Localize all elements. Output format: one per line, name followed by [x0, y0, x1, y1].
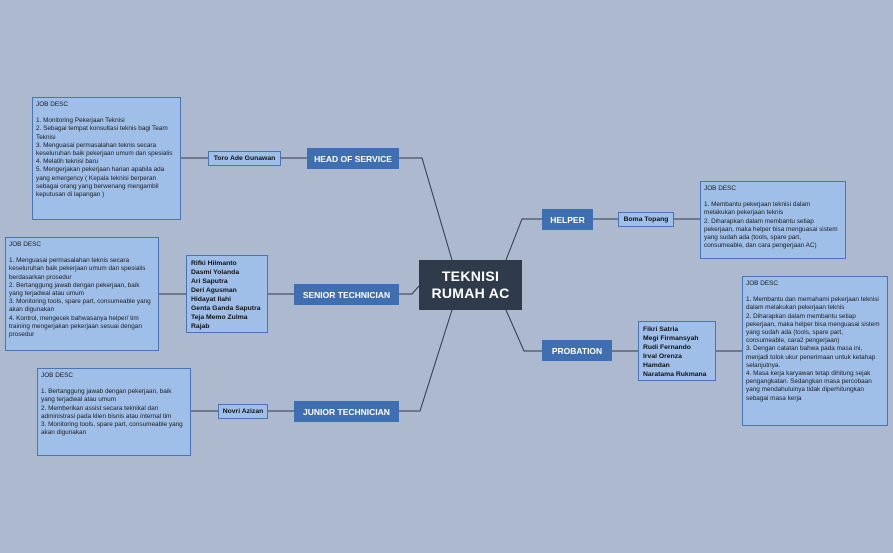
jobdesc-helper[interactable]: JOB DESC 1. Membantu pekerjaan teknisi d… [700, 181, 846, 259]
jobdesc-item: 3. Monitoring tools, spare part, consume… [41, 421, 183, 437]
central-topic-line1: TEKNISI [441, 268, 500, 284]
name-junior-technician[interactable]: Novri Azizan [218, 404, 268, 419]
jobdesc-title: JOB DESC [704, 185, 736, 192]
connector-junior [399, 309, 453, 412]
connector-probation [505, 309, 542, 352]
jobdesc-item: 3. Menguasai permasalahan teknis secara … [36, 141, 173, 158]
role-probation[interactable]: PROBATION [542, 340, 612, 361]
person-name: Deri Agusman [191, 287, 237, 294]
person-name: Rajab [191, 323, 210, 330]
central-topic[interactable]: TEKNISI RUMAH AC [419, 260, 522, 310]
jobdesc-item: 2. Memberikan assist secara teknikal dan… [41, 404, 172, 420]
names-probation[interactable]: Fikri Satria Megi Firmansyah Rudi Fernan… [638, 321, 716, 381]
role-head-of-service[interactable]: HEAD OF SERVICE [307, 148, 399, 169]
jobdesc-item: 1. Monitoring Pekerjaan Teknisi [36, 117, 125, 125]
jobdesc-title: JOB DESC [41, 372, 73, 379]
person-name: Megi Firmansyah [643, 335, 699, 342]
person-name: Rifki Hilmanto [191, 260, 237, 267]
person-name: Genta Ganda Saputra [191, 305, 261, 312]
jobdesc-item: 2. Diharapkan dalam membantu setiap peke… [746, 312, 880, 345]
name-helper[interactable]: Boma Topang [618, 212, 674, 227]
jobdesc-item: 4. Kontrol, mengecek bahwasanya helper/ … [9, 314, 142, 339]
jobdesc-item: 4. Melatih teknisi baru [36, 158, 99, 166]
person-name: Rudi Fernando [643, 344, 691, 351]
jobdesc-item: 4. Masa kerja karyawan tetap dihitung se… [746, 370, 872, 402]
jobdesc-item: 2. Sebagai tempat konsultasi teknis bagi… [36, 125, 168, 141]
person-name: Hidayat Ilahi [191, 296, 232, 303]
jobdesc-item: 2. Diharapkan dalam membantu setiap peke… [704, 217, 838, 250]
jobdesc-title: JOB DESC [36, 101, 68, 108]
person-name: Hamdan [643, 362, 670, 369]
person-name: Naratama Rukmana [643, 371, 707, 378]
jobdesc-item: 3. Monitoring tools, spare part, consume… [9, 298, 151, 314]
jobdesc-probation[interactable]: JOB DESC 1. Membantu dan memahami pekerj… [742, 276, 888, 426]
jobdesc-title: JOB DESC [9, 241, 41, 248]
jobdesc-senior-technician[interactable]: JOB DESC 1. Menguasai permasalahan tekni… [5, 237, 159, 351]
connector-senior [399, 285, 420, 295]
jobdesc-item: 1. Membantu pekerjaan teknisi dalam mela… [704, 201, 811, 217]
connector-head [399, 157, 453, 261]
person-name: Irval Orenza [643, 353, 682, 360]
central-topic-line2: RUMAH AC [431, 285, 510, 301]
names-senior-technician[interactable]: Rifki Hilmanto Dasmi Yolanda Ari Saputra… [186, 255, 268, 333]
name-head-of-service[interactable]: Toro Ade Gunawan [208, 151, 281, 166]
jobdesc-item: 1. Menguasai permasalahan teknis secara … [9, 257, 146, 281]
jobdesc-item: 1. Bertanggung jawab dengan pekerjaan, b… [41, 388, 172, 404]
role-senior-technician[interactable]: SENIOR TECHNICIAN [294, 284, 399, 305]
person-name: Teja Memo Zulma [191, 314, 248, 321]
jobdesc-item: 2. Bertanggung jawab dengan pekerjaan, b… [9, 281, 140, 298]
connector-helper [505, 218, 542, 261]
jobdesc-item: 5. Mengerjakan pekerjaan harian apabila … [36, 166, 165, 199]
role-junior-technician[interactable]: JUNIOR TECHNICIAN [294, 401, 399, 422]
person-name: Ari Saputra [191, 278, 228, 285]
jobdesc-junior-technician[interactable]: JOB DESC 1. Bertanggung jawab dengan pek… [37, 368, 191, 456]
jobdesc-item: 1. Membantu dan memahami pekerjaan tekni… [746, 296, 879, 312]
jobdesc-head-of-service[interactable]: JOB DESC 1. Monitoring Pekerjaan Teknisi… [32, 97, 181, 220]
jobdesc-item: 3. Dengan catatan bahwa pada masa ini, m… [746, 345, 876, 369]
jobdesc-title: JOB DESC [746, 280, 778, 287]
person-name: Fikri Satria [643, 326, 679, 333]
role-helper[interactable]: HELPER [542, 209, 593, 230]
person-name: Dasmi Yolanda [191, 269, 240, 276]
